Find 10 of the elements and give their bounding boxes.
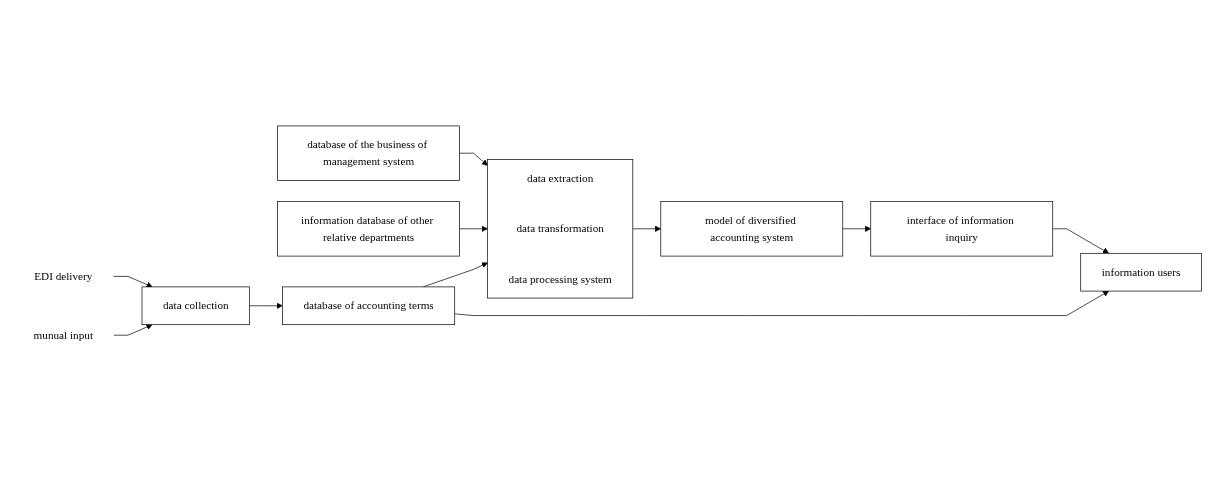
- node-box: data collection: [141, 286, 250, 325]
- node-text: munual input: [33, 328, 94, 341]
- node-box: information database of other relative departments: [277, 200, 460, 256]
- node-box: interface of information inquiry: [870, 200, 1054, 256]
- node-text: EDI delivery: [34, 269, 93, 282]
- node-box: data extraction data transformation data processing system: [487, 158, 634, 298]
- node-box: database of the business of management system: [277, 125, 460, 181]
- node-box: model of diversified accounting system: [660, 200, 844, 256]
- node-box: database of accounting terms: [282, 286, 456, 325]
- node-box: information users: [1080, 252, 1202, 291]
